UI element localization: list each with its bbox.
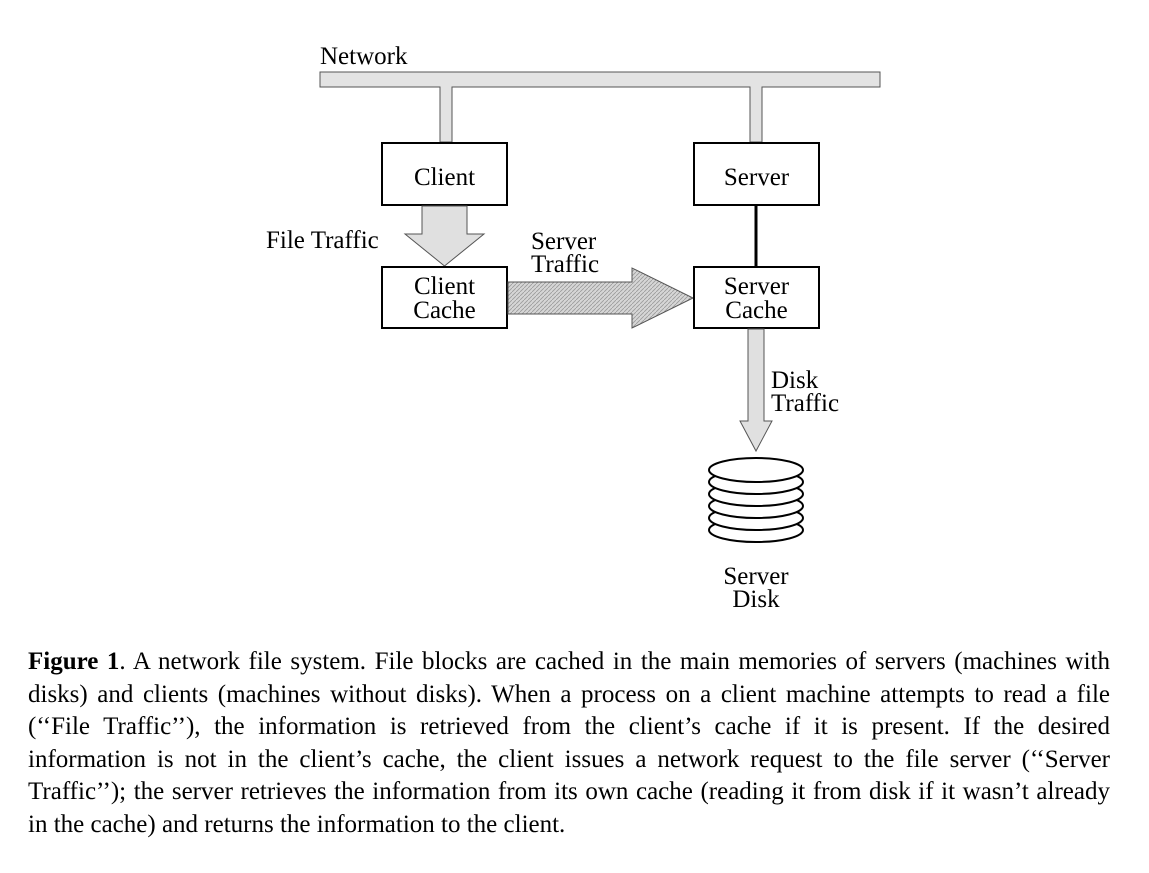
file-traffic-arrow (403, 205, 486, 267)
client-label: Client (414, 164, 475, 191)
figure-caption-text: . A network file system. File blocks are… (28, 648, 1110, 838)
server-traffic-label-line1: Server (531, 228, 597, 255)
server-cache-box (693, 266, 820, 329)
network-file-system-diagram: Network Client Server File Traffic Clien… (266, 43, 881, 613)
client-box (381, 142, 508, 206)
client-cache-label-line2: Cache (413, 297, 475, 324)
server-disk-icon (708, 457, 804, 543)
client-cache-label-line1: Client (414, 273, 475, 300)
server-box (693, 142, 820, 206)
server-label: Server (724, 164, 790, 191)
disk-traffic-label-line1: Disk (771, 367, 819, 394)
disk-traffic-arrow (739, 328, 773, 453)
network-label: Network (320, 43, 408, 70)
server-disk-label-line2: Disk (732, 586, 780, 613)
figure-label: Figure 1 (28, 648, 120, 675)
disk-traffic-label-line2: Traffic (771, 390, 839, 417)
server-cache-label-line2: Cache (725, 297, 787, 324)
server-traffic-arrow (507, 267, 695, 329)
server-traffic-label-line2: Traffic (531, 251, 599, 278)
file-traffic-label: File Traffic (266, 227, 379, 254)
client-cache-box (381, 266, 508, 329)
server-disk-label-line1: Server (723, 563, 789, 590)
network-bus (319, 71, 881, 143)
server-cache-label-line1: Server (724, 273, 790, 300)
figure-caption: Figure 1. A network file system. File bl… (28, 646, 1110, 841)
